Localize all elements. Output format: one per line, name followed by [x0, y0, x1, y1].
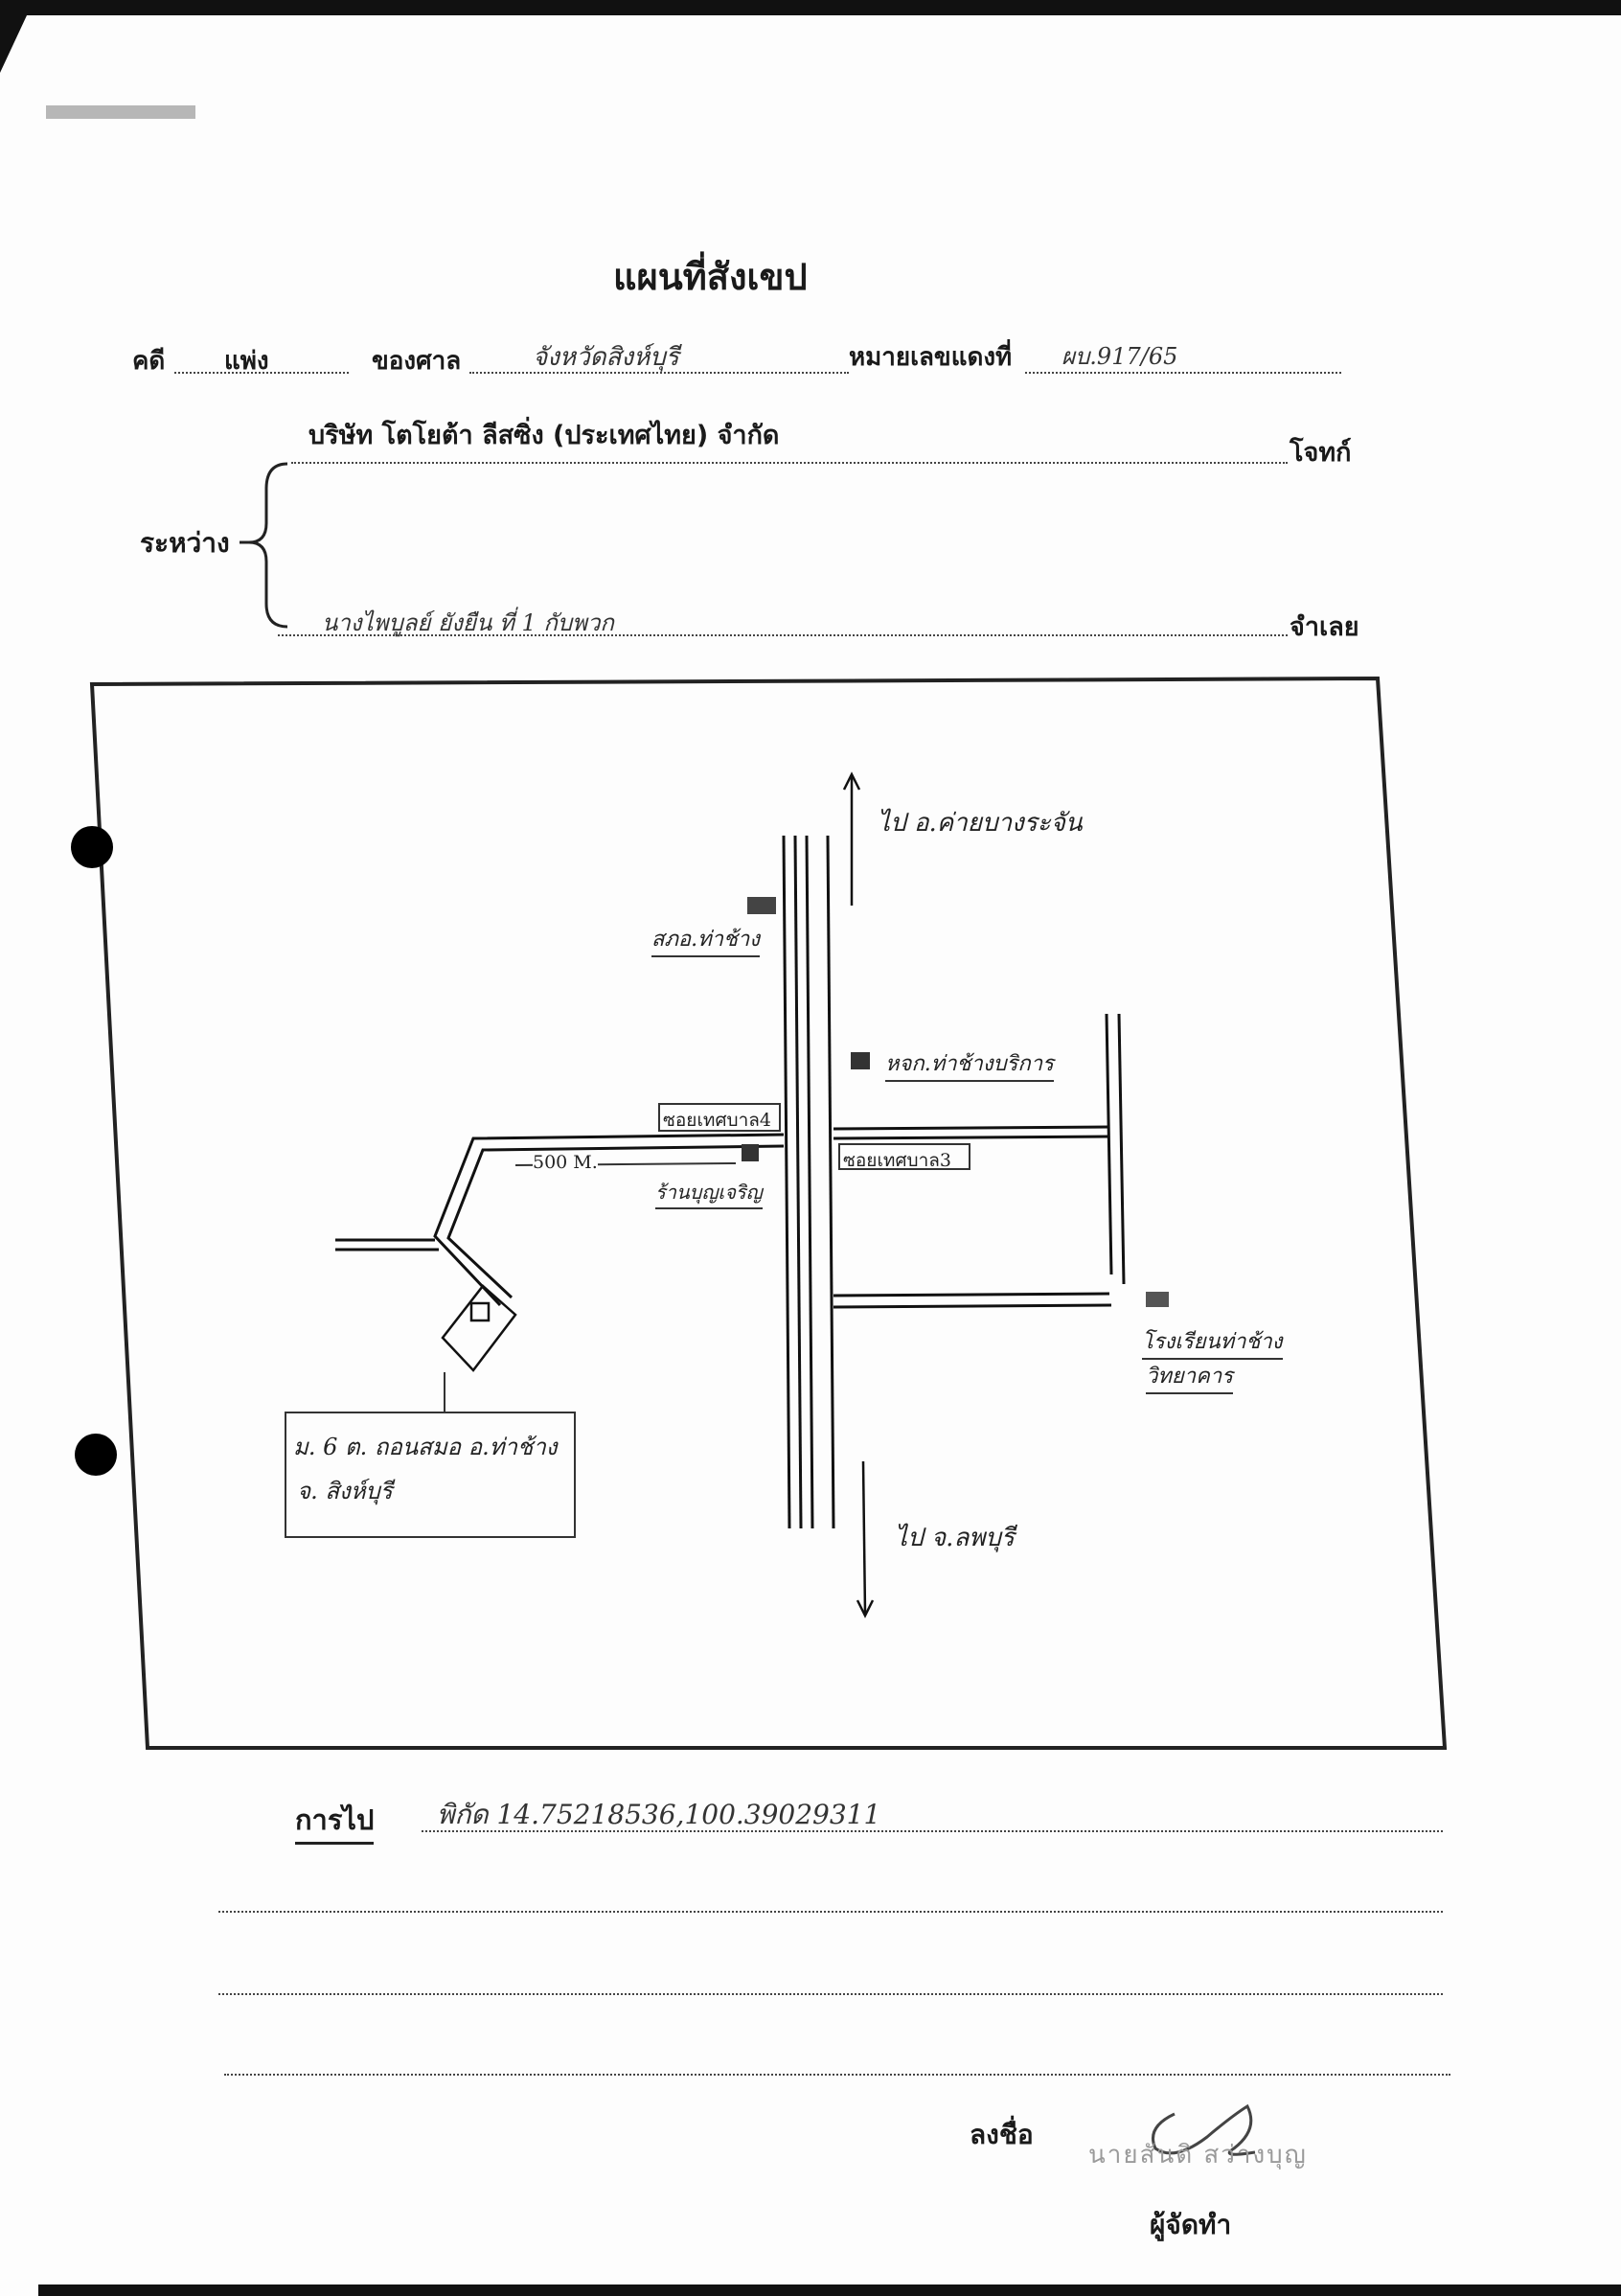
shop-boonchareon-marker	[742, 1144, 759, 1161]
south-arrow	[856, 1460, 875, 1619]
sign-label: ลงชื่อ	[970, 2119, 1034, 2150]
east-roads	[833, 1013, 1126, 1309]
main-highway	[782, 835, 835, 1529]
label-soi-4: ซอยเทศบาล4	[663, 1110, 771, 1131]
role-label: ผู้จัดทำ	[1150, 2209, 1232, 2240]
directions-line-1	[422, 1830, 1443, 1832]
police-station-marker	[747, 897, 776, 914]
between-label: ระหว่าง	[140, 527, 230, 559]
address-box	[285, 1412, 576, 1538]
between-brace	[248, 462, 288, 629]
directions-label: การไป	[295, 1798, 375, 1845]
label-to-north: ไป อ.ค่ายบางระจัน	[878, 809, 1083, 838]
coordinates: พิกัด 14.75218536,100.39029311	[437, 1799, 881, 1830]
punch-hole-bottom	[75, 1434, 117, 1476]
scan-top-border	[0, 0, 1621, 15]
defendant-line	[278, 634, 1288, 636]
label-distance: 500 M.	[533, 1152, 598, 1173]
signer-name-stamp: นายสันติ สว่างบุญ	[1088, 2141, 1308, 2170]
directions-line-2	[218, 1911, 1443, 1913]
label-to-south: ไป จ.ลพบุรี	[895, 1524, 1015, 1552]
label-soi-3: ซอยเทศบาล3	[843, 1150, 951, 1171]
directions-line-4	[224, 2074, 1450, 2076]
soi-3-box	[838, 1143, 970, 1170]
court-name: จังหวัดสิงห์บุรี	[533, 343, 679, 372]
label-address-line1: ม. 6 ต. ถอนสมอ อ.ท่าช้าง	[293, 1434, 558, 1460]
signature	[1152, 2103, 1256, 2156]
map-frame	[89, 676, 1448, 1750]
page-title: แผนที่สังเขป	[613, 255, 808, 298]
plaintiff-name: บริษัท โตโยต้า ลีสซิ่ง (ประเทศไทย) จำกัด	[308, 421, 780, 450]
plaintiff-label: โจทก์	[1290, 438, 1352, 468]
label-police-station: สภอ.ท่าช้าง	[651, 922, 761, 957]
black-number-line	[1025, 372, 1341, 374]
label-shop-north: หจก.ท่าช้างบริการ	[885, 1046, 1054, 1082]
label-address-line2: จ. สิงห์บุรี	[297, 1478, 393, 1504]
directions-line-3	[218, 1993, 1443, 1995]
north-arrow	[842, 771, 861, 906]
soi-4-box	[658, 1103, 781, 1132]
shop-north-marker	[851, 1052, 870, 1069]
court-name-line	[469, 372, 849, 374]
black-number-label: หมายเลขแดงที่	[849, 343, 1013, 372]
case-type: แพ่ง	[224, 347, 269, 376]
plaintiff-line	[291, 462, 1288, 464]
scan-corner-mark	[0, 15, 27, 73]
case-type-line	[174, 372, 349, 374]
case-label: คดี	[132, 347, 166, 376]
label-school-line1: โรงเรียนท่าช้าง	[1142, 1324, 1283, 1360]
site-house-icon	[441, 1284, 517, 1372]
label-school-line2: วิทยาคาร	[1146, 1359, 1233, 1394]
defendant-name: นางไพบูลย์ ยังยืน ที่ 1 กับพวก	[322, 609, 614, 636]
court-label: ของศาล	[372, 347, 462, 376]
west-road	[335, 1133, 785, 1307]
defendant-label: จำเลย	[1290, 612, 1359, 642]
black-number: ผบ.917/65	[1062, 343, 1178, 370]
punch-hole-top	[71, 826, 113, 868]
scan-bottom-border	[38, 2285, 1621, 2296]
school-marker	[1146, 1292, 1169, 1307]
scan-smudge	[46, 105, 195, 119]
label-shop-boonchareon: ร้านบุญเจริญ	[655, 1177, 763, 1209]
